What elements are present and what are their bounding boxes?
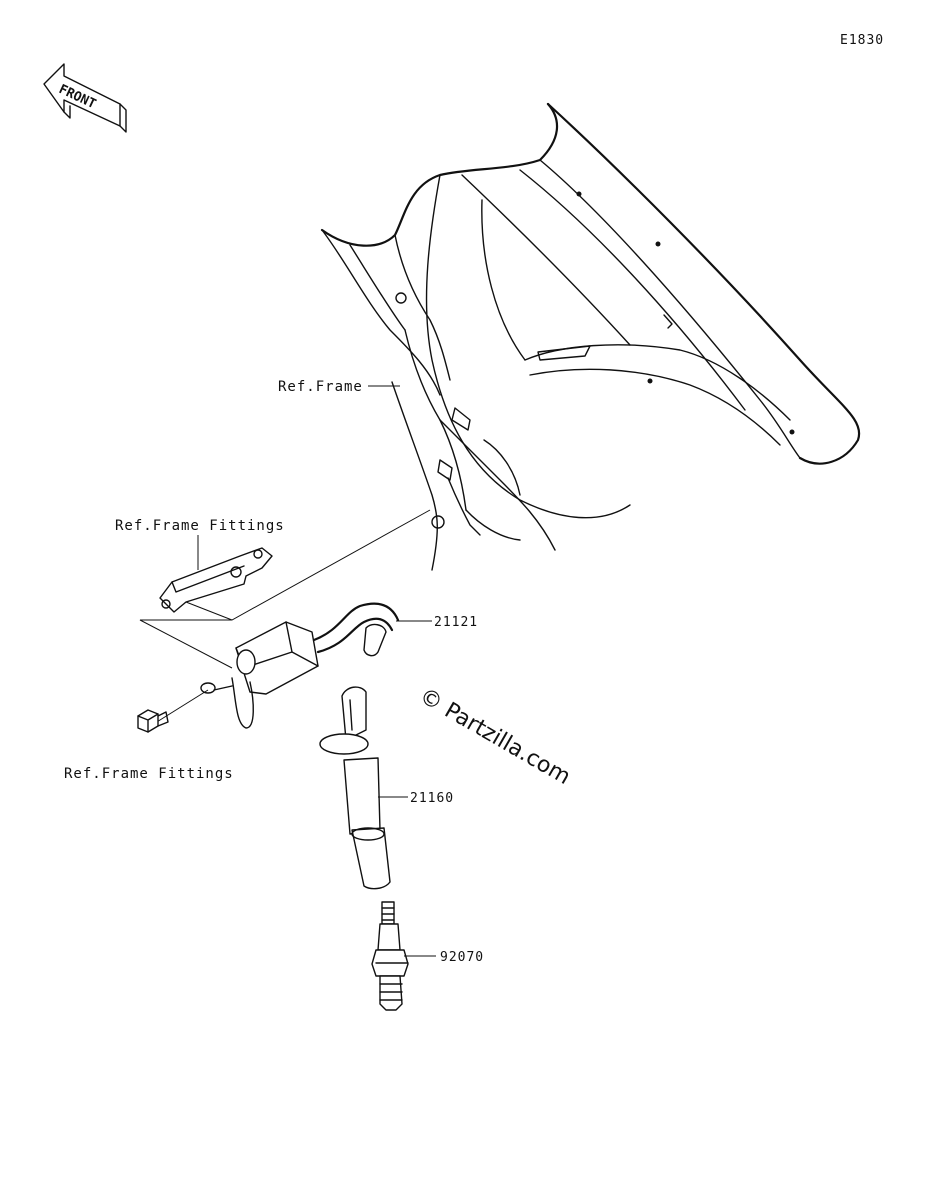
partzilla-watermark: © Partzilla.com — [415, 684, 575, 791]
plug-cap — [319, 686, 391, 890]
part-number-92070: 92070 — [440, 950, 484, 965]
part-number-21121: 21121 — [434, 615, 478, 630]
ref-frame-label: Ref.Frame — [278, 379, 363, 395]
ignition-coil — [200, 602, 400, 729]
ref-frame-fittings-bottom-label: Ref.Frame Fittings — [64, 766, 234, 782]
diagram-code: E1830 — [840, 33, 884, 48]
mounting-bracket — [159, 547, 273, 613]
spark-plug — [371, 901, 409, 1011]
assembly-lines — [139, 509, 431, 726]
front-arrow-icon: FRONT — [43, 63, 127, 133]
ref-frame-fittings-top-label: Ref.Frame Fittings — [115, 518, 285, 534]
mounting-bolt — [137, 709, 169, 733]
frame-outline — [320, 102, 861, 571]
part-number-21160: 21160 — [410, 791, 454, 806]
